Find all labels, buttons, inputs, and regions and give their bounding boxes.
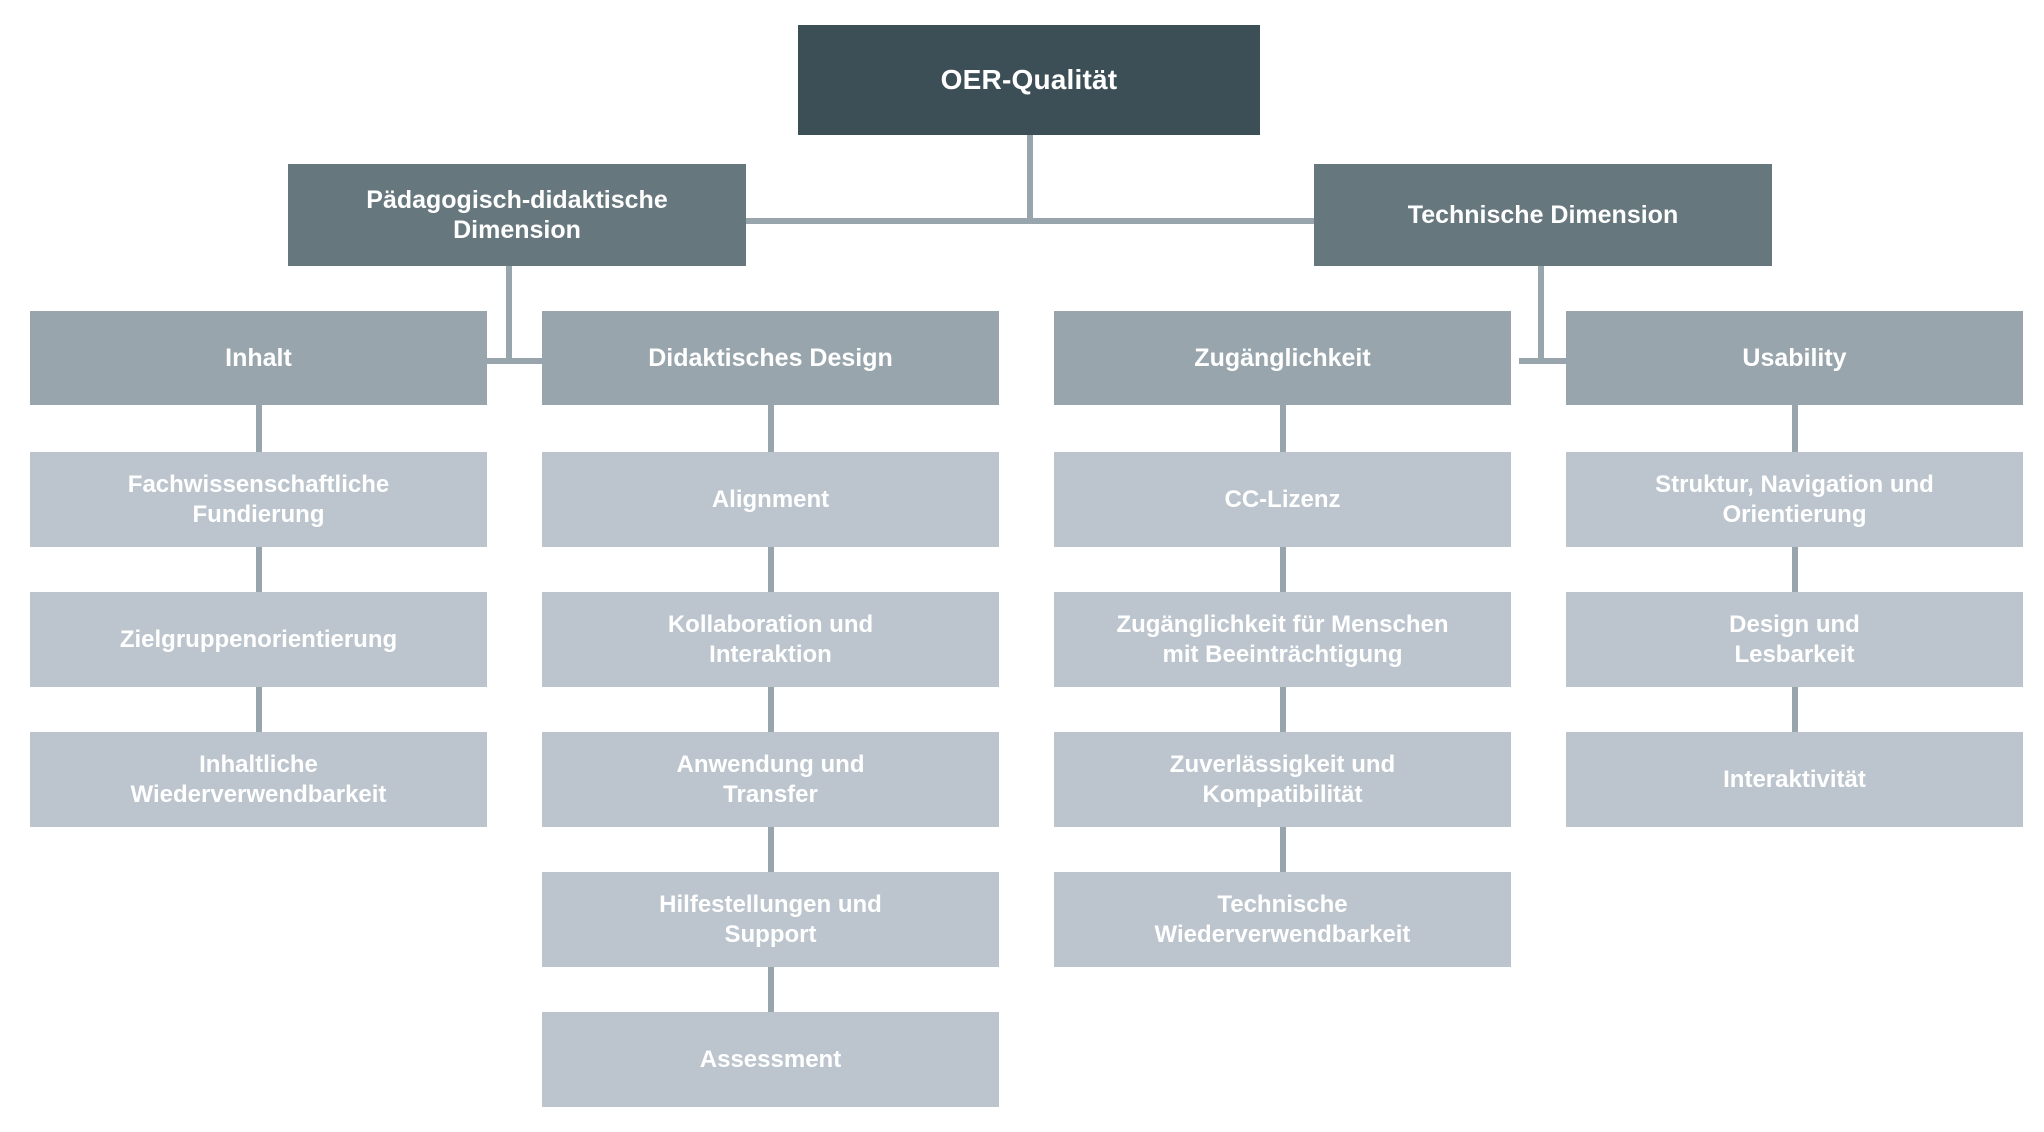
- node-leaf-zugaenglichkeit-fuer-menschen-mit-beeintraechtigung[interactable]: Zugänglichkeit für Menschen mit Beeinträ…: [1054, 592, 1511, 687]
- connector-technical-stem: [1538, 266, 1544, 364]
- node-leaf-alignment[interactable]: Alignment: [542, 452, 999, 547]
- connector-inhalt-spine: [256, 396, 262, 734]
- node-category-didaktisches-design[interactable]: Didaktisches Design: [542, 311, 999, 405]
- node-leaf-design-und-lesbarkeit[interactable]: Design und Lesbarkeit: [1566, 592, 2023, 687]
- node-leaf-hilfestellungen-und-support[interactable]: Hilfestellungen und Support: [542, 872, 999, 967]
- connector-dimension-bus: [737, 218, 1323, 224]
- node-leaf-zuverlaessigkeit-und-kompatibilitaet[interactable]: Zuverlässigkeit und Kompatibilität: [1054, 732, 1511, 827]
- node-leaf-interaktivitaet[interactable]: Interaktivität: [1566, 732, 2023, 827]
- connector-didaktisches-design-spine: [768, 396, 774, 1016]
- node-dimension-paedagogisch-didaktische[interactable]: Pädagogisch-didaktische Dimension: [288, 164, 746, 266]
- node-leaf-fachwissenschaftliche-fundierung[interactable]: Fachwissenschaftliche Fundierung: [30, 452, 487, 547]
- connector-category-bus-right: [1519, 358, 1584, 364]
- node-leaf-struktur-navigation-und-orientierung[interactable]: Struktur, Navigation und Orientierung: [1566, 452, 2023, 547]
- connector-root-stem: [1027, 134, 1033, 224]
- node-category-inhalt[interactable]: Inhalt: [30, 311, 487, 405]
- connector-pedagogical-stem: [506, 266, 512, 364]
- node-leaf-cc-lizenz[interactable]: CC-Lizenz: [1054, 452, 1511, 547]
- node-leaf-assessment[interactable]: Assessment: [542, 1012, 999, 1107]
- node-dimension-technische[interactable]: Technische Dimension: [1314, 164, 1772, 266]
- node-leaf-technische-wiederverwendbarkeit[interactable]: Technische Wiederverwendbarkeit: [1054, 872, 1511, 967]
- connector-category-bus-left: [487, 358, 552, 364]
- node-leaf-inhaltliche-wiederverwendbarkeit[interactable]: Inhaltliche Wiederverwendbarkeit: [30, 732, 487, 827]
- connector-usability-spine: [1792, 396, 1798, 734]
- node-leaf-kollaboration-und-interaktion[interactable]: Kollaboration und Interaktion: [542, 592, 999, 687]
- node-leaf-anwendung-und-transfer[interactable]: Anwendung und Transfer: [542, 732, 999, 827]
- node-leaf-zielgruppenorientierung[interactable]: Zielgruppenorientierung: [30, 592, 487, 687]
- node-root-oer-qualitaet[interactable]: OER-Qualität: [798, 25, 1260, 135]
- node-category-usability[interactable]: Usability: [1566, 311, 2023, 405]
- node-category-zugaenglichkeit[interactable]: Zugänglichkeit: [1054, 311, 1511, 405]
